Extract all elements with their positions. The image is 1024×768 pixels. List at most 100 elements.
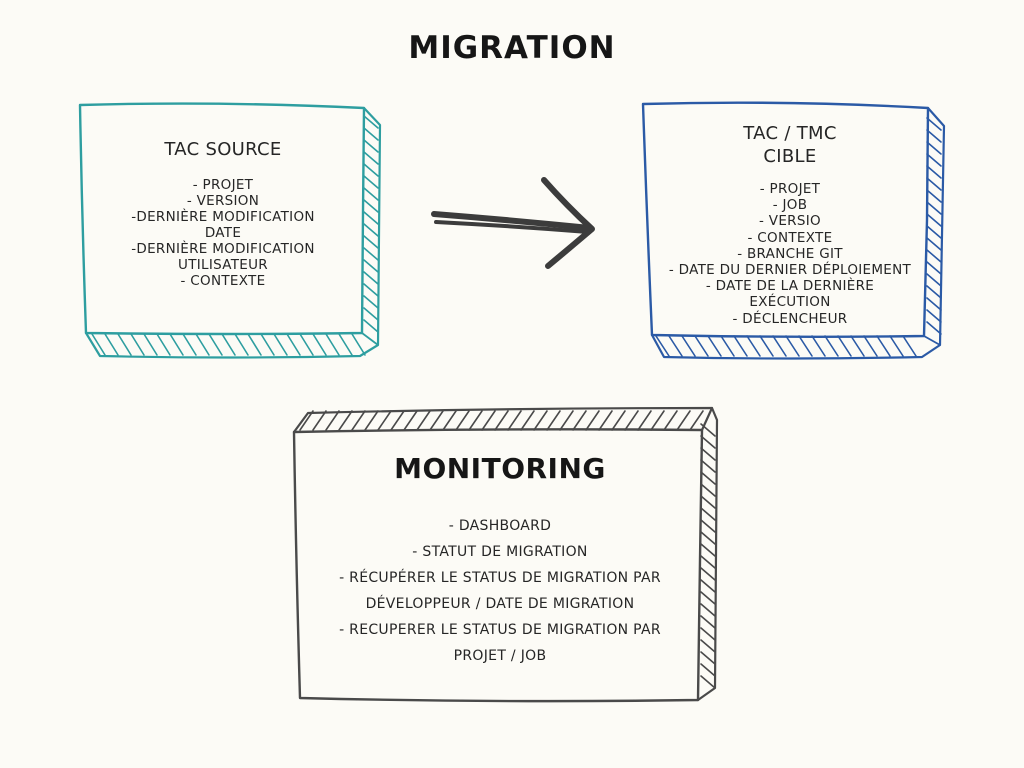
hatch-stroke <box>700 603 716 617</box>
hatch-stroke <box>286 333 301 356</box>
hatch-stroke <box>624 410 639 431</box>
hatch-stroke <box>363 175 379 189</box>
hatch-stroke <box>442 410 457 431</box>
hatch-stroke <box>700 651 716 665</box>
hatch-stroke <box>926 117 942 131</box>
page-title: MIGRATION <box>408 30 616 66</box>
hatch-stroke <box>700 519 716 533</box>
hatch-stroke <box>363 223 379 237</box>
list-item: - RÉCUPÉRER LE STATUS DE MIGRATION PAR <box>339 570 661 586</box>
hatch-stroke <box>312 410 327 431</box>
hatch-stroke <box>700 495 716 509</box>
hatch-stroke <box>234 333 249 356</box>
hatch-stroke <box>91 333 106 356</box>
hatch-stroke <box>650 410 665 431</box>
hatch-stroke <box>363 247 379 261</box>
list-item: - VERSIO <box>759 213 821 230</box>
hatch-stroke <box>273 333 288 356</box>
hatch-stroke <box>403 410 418 431</box>
hatch-stroke <box>676 410 691 431</box>
hatch-stroke <box>377 410 392 431</box>
hatch-stroke <box>299 333 314 356</box>
monitoring-box <box>292 406 719 703</box>
hatch-stroke <box>798 335 813 357</box>
hatch-stroke <box>902 335 917 357</box>
list-item: -DERNIÈRE MODIFICATION <box>131 209 315 225</box>
hatch-stroke <box>926 201 942 215</box>
source-box-depth <box>84 106 382 359</box>
hatch-stroke <box>363 259 379 273</box>
hatch-stroke <box>655 335 670 357</box>
hatch-stroke <box>926 141 942 155</box>
target-box-hatch-bottom <box>655 335 917 357</box>
hatch-stroke <box>926 129 942 143</box>
hatch-stroke <box>746 335 761 357</box>
hatch-stroke <box>585 410 600 431</box>
hatch-stroke <box>668 335 683 357</box>
hatch-stroke <box>926 165 942 179</box>
list-item: - RECUPERER LE STATUS DE MIGRATION PAR <box>339 622 661 638</box>
list-item: - VERSION <box>186 193 260 209</box>
hatch-stroke <box>700 459 716 473</box>
source-box-front <box>78 102 366 336</box>
hatch-stroke <box>572 410 587 431</box>
list-item: - DASHBOARD <box>448 518 552 534</box>
target-title-line: CIBLE <box>763 146 817 167</box>
hatch-stroke <box>130 333 145 356</box>
hatch-stroke <box>494 410 509 431</box>
hatch-stroke <box>772 335 787 357</box>
hatch-stroke <box>208 333 223 356</box>
hatch-stroke <box>363 307 379 321</box>
hatch-stroke <box>824 335 839 357</box>
list-item: DÉVELOPPEUR / DATE DE MIGRATION <box>365 596 635 612</box>
hatch-stroke <box>390 410 405 431</box>
hatch-stroke <box>926 177 942 191</box>
hatch-stroke <box>700 423 716 437</box>
arrow-right-icon <box>431 177 595 269</box>
list-item: - JOB <box>772 197 808 214</box>
hatch-stroke <box>889 335 904 357</box>
list-item: -DERNIÈRE MODIFICATION <box>131 241 315 257</box>
monitoring-box-title: MONITORING <box>394 452 606 485</box>
target-box-hatch-side <box>926 117 942 335</box>
monitoring-box-hatch-top <box>299 410 704 431</box>
hatch-stroke <box>325 410 340 431</box>
hatch-stroke <box>926 237 942 251</box>
hatch-stroke <box>182 333 197 356</box>
hatch-stroke <box>926 297 942 311</box>
hatch-stroke <box>700 531 716 545</box>
hatch-stroke <box>700 543 716 557</box>
target-title-line: TAC / TMC <box>743 123 837 144</box>
hatch-stroke <box>689 410 704 431</box>
hatch-stroke <box>363 283 379 297</box>
list-item: DATE <box>204 225 242 241</box>
source-box-hatch-bottom <box>91 333 366 356</box>
hatch-stroke <box>700 663 716 677</box>
hatch-stroke <box>195 333 210 356</box>
hatch-stroke <box>104 333 119 356</box>
hatch-stroke <box>363 187 379 201</box>
list-item: UTILISATEUR <box>178 257 268 273</box>
hatch-stroke <box>546 410 561 431</box>
monitoring-box-front <box>292 428 704 703</box>
hatch-stroke <box>926 285 942 299</box>
monitoring-box-top-depth <box>292 406 714 434</box>
hatch-stroke <box>926 309 942 323</box>
source-box-title: TAC SOURCE <box>164 139 282 160</box>
target-box-depth <box>650 106 946 360</box>
hatch-stroke <box>700 675 716 689</box>
hatch-stroke <box>926 153 942 167</box>
hatch-stroke <box>260 333 275 356</box>
hatch-stroke <box>598 410 613 431</box>
hatch-stroke <box>700 627 716 641</box>
hatch-stroke <box>363 211 379 225</box>
hatch-stroke <box>700 615 716 629</box>
hatch-stroke <box>700 435 716 449</box>
list-item: PROJET / JOB <box>453 648 547 664</box>
hatch-stroke <box>351 410 366 431</box>
hatch-stroke <box>299 410 314 431</box>
hatch-stroke <box>169 333 184 356</box>
hatch-stroke <box>363 151 379 165</box>
hatch-stroke <box>338 410 353 431</box>
